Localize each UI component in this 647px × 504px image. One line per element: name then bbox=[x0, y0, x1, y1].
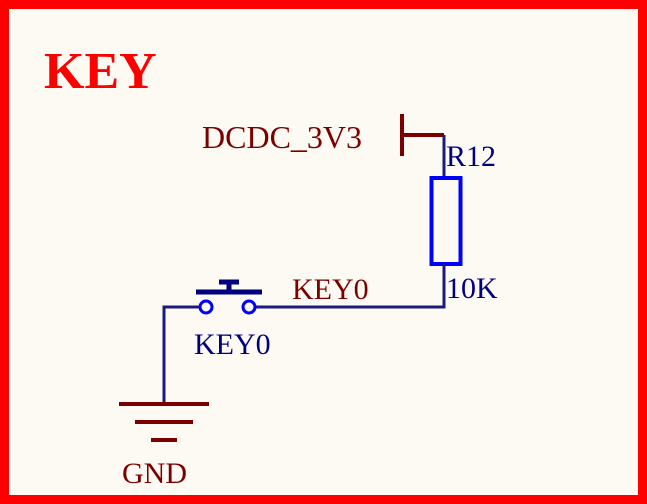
switch-designator: KEY0 bbox=[194, 328, 271, 361]
sheet-title: KEY bbox=[44, 43, 157, 100]
wire-key0-net bbox=[255, 264, 446, 309]
ground-net-label: GND bbox=[122, 457, 187, 490]
switch-contact-right bbox=[241, 299, 257, 315]
resistor-body bbox=[429, 176, 463, 266]
wire-switch-to-gnd bbox=[162, 305, 200, 404]
switch-contact-left bbox=[198, 299, 214, 315]
ground-symbol: GND bbox=[119, 402, 209, 490]
power-port-dcdc-3v3: DCDC_3V3 bbox=[202, 114, 444, 156]
net-label-key0: KEY0 bbox=[292, 273, 369, 306]
power-net-label: DCDC_3V3 bbox=[202, 119, 362, 155]
pushbutton-switch-key0: KEY0 bbox=[194, 279, 271, 361]
resistor-r12: R12 10K bbox=[429, 140, 498, 305]
resistor-designator: R12 bbox=[446, 140, 496, 173]
resistor-value: 10K bbox=[446, 272, 498, 305]
